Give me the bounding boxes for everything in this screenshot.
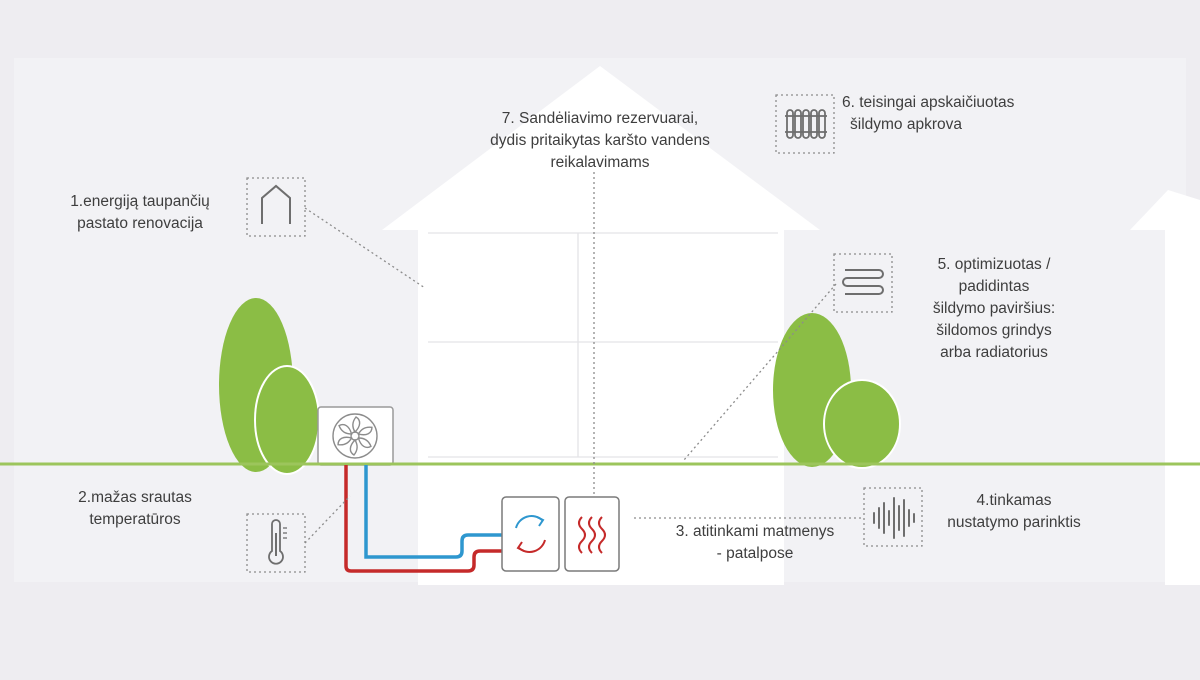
label-heating-surface: 5. optimizuotas / padidintas šildymo pav… — [932, 256, 1056, 361]
background-house-right — [1130, 190, 1200, 585]
house-roof — [382, 66, 820, 230]
label-heating-load: 6. teisingai apskaičiuotas šildymo apkro… — [842, 94, 1015, 133]
dotted-connectors — [304, 172, 862, 544]
tree-right-front — [823, 379, 901, 469]
thermometer-icon — [246, 513, 306, 573]
house-outline-icon — [246, 177, 306, 237]
outdoor-unit — [317, 406, 394, 466]
label-indoor-dimensions: 3. atitinkami matmenys - patalpose — [675, 523, 835, 562]
radiator-icon — [775, 94, 835, 154]
refresh-arrows-icon — [515, 515, 546, 553]
label-renovation: 1.energiją taupančių pastato renovacija — [70, 193, 210, 232]
label-storage-tanks: 7. Sandėliavimo rezervuarai, dydis prita… — [490, 110, 710, 171]
tree-left-front — [254, 365, 320, 475]
house-windows — [428, 232, 778, 458]
floor-heating-coil-icon — [833, 253, 893, 313]
heat-waves-icon — [578, 516, 606, 554]
heater-unit — [564, 496, 620, 572]
label-setting-option: 4.tinkamas nustatymo parinktis — [947, 492, 1081, 531]
label-low-flow-temperature: 2.mažas srautas temperatūros — [78, 489, 192, 528]
pipe-cold — [364, 465, 502, 559]
storage-tank-unit — [501, 496, 560, 572]
sound-wave-icon — [863, 487, 923, 547]
pipe-hot — [344, 465, 502, 573]
fan-icon — [332, 413, 378, 459]
